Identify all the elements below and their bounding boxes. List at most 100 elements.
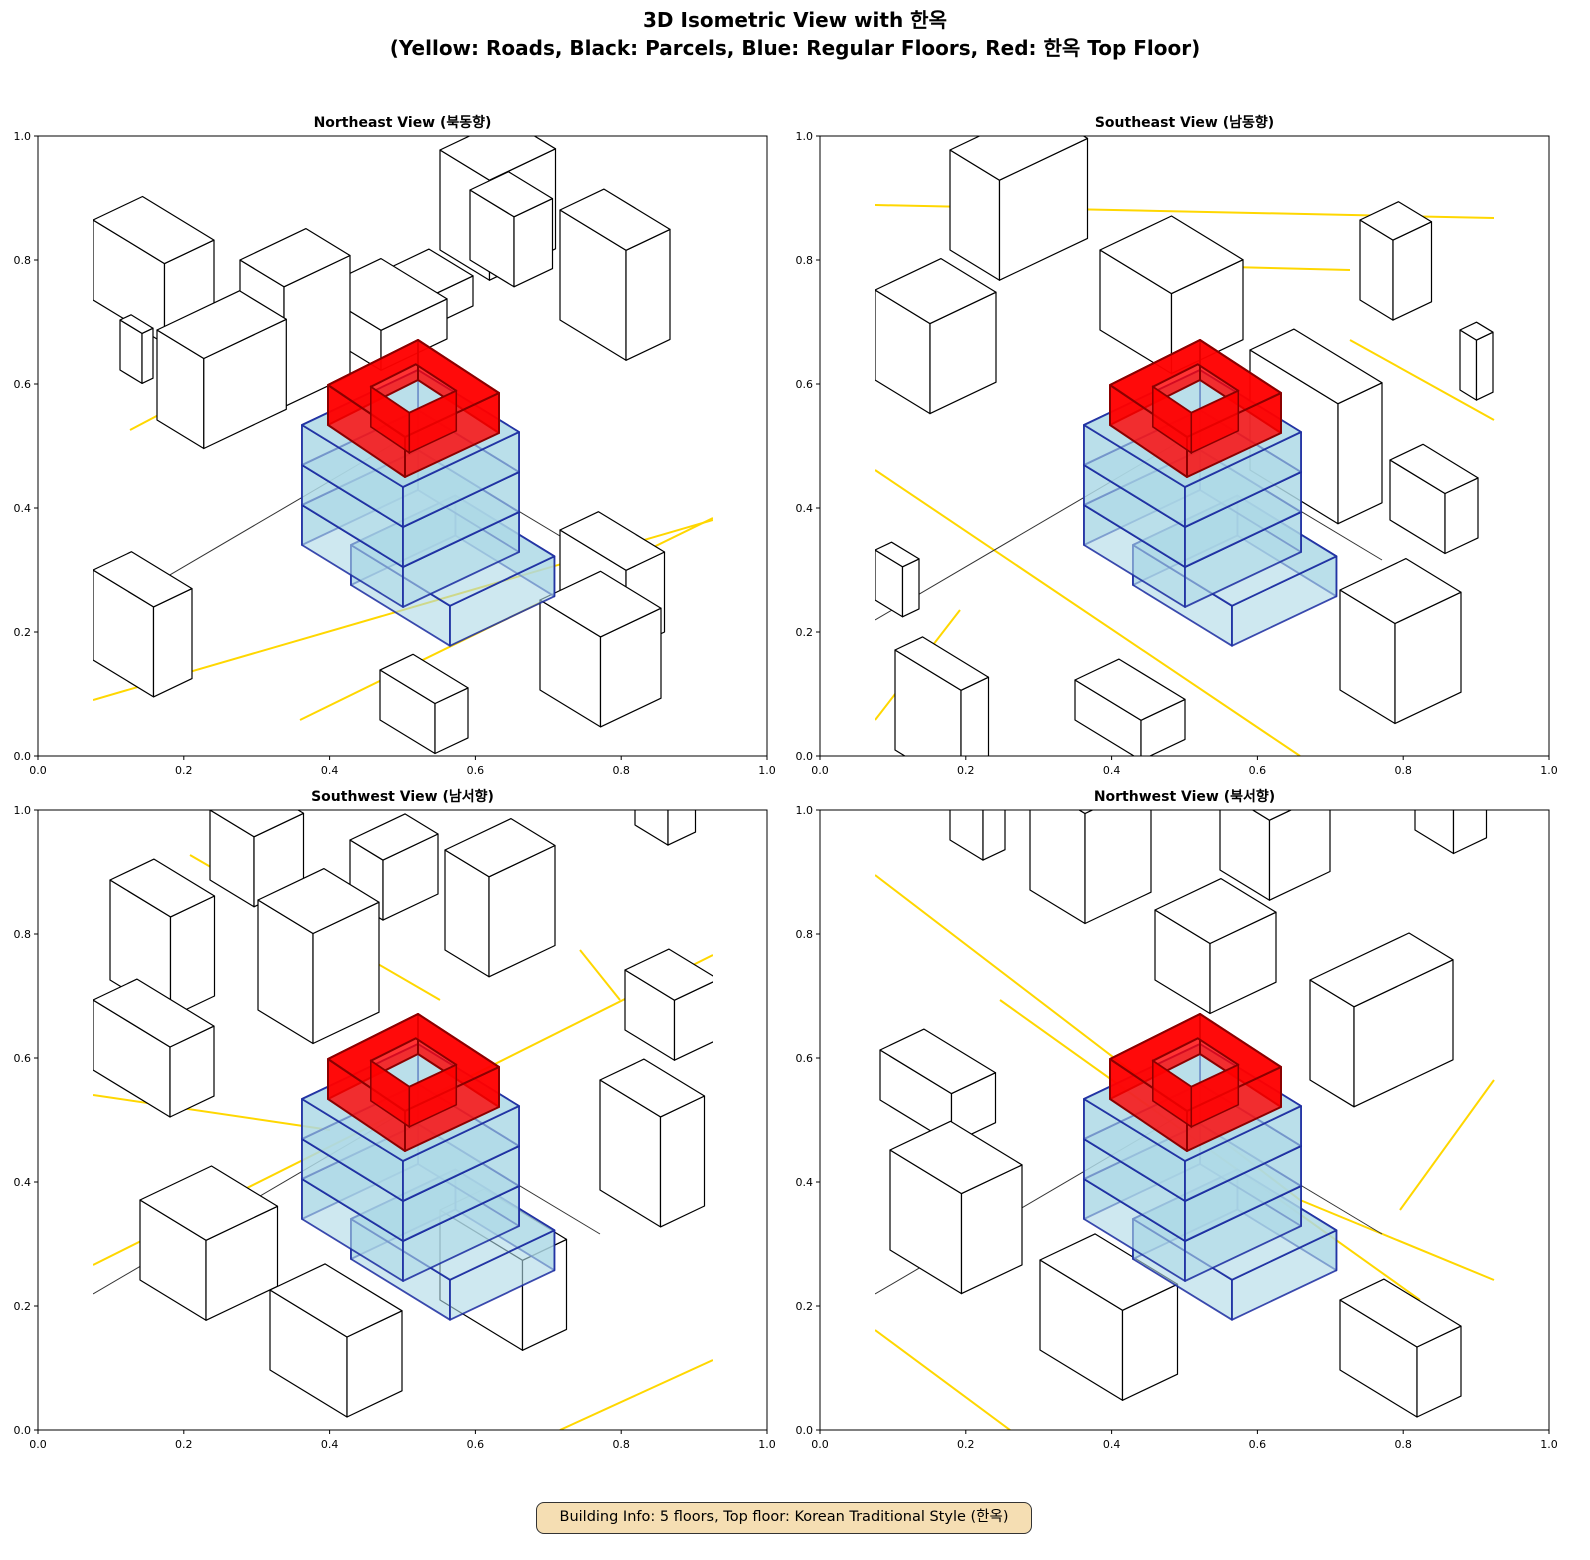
parcel-block-top-face	[269, 1263, 403, 1338]
road-line	[93, 1094, 331, 1131]
parcel-block-right-face	[901, 558, 920, 618]
axes-frame	[37, 135, 768, 757]
parcel-block-top-face	[1249, 328, 1383, 405]
parcel-block-top-face	[875, 541, 920, 568]
parcel-block-top-face	[239, 228, 351, 288]
parcel-block-top-face	[156, 290, 287, 360]
y-tick-label: 0.0	[14, 750, 32, 763]
y-tick-label: 0.8	[14, 254, 32, 267]
y-tick-label: 1.0	[14, 804, 32, 817]
panel-title: Northwest View (북서향)	[1094, 788, 1275, 805]
target-building	[1083, 339, 1338, 647]
parcel-block-right-face	[982, 810, 1006, 861]
parcel-block-right-face	[667, 810, 697, 846]
parcel-block-right-face	[152, 587, 193, 698]
y-tick-label: 0.2	[796, 1300, 814, 1313]
parcel-block-top-face	[1078, 810, 1094, 815]
y-tick-label: 0.4	[14, 1176, 32, 1189]
y-tick-label: 0.2	[796, 626, 814, 639]
x-tick-label: 1.0	[1540, 764, 1558, 777]
hanok-inner-face	[408, 1063, 458, 1128]
parcel-block-left-face	[1414, 810, 1455, 855]
axes-frame	[37, 809, 768, 1431]
parcel-block-top-face	[1459, 321, 1494, 341]
x-tick-label: 0.4	[321, 764, 339, 777]
parcel-block-top-face	[119, 314, 154, 334]
x-tick-label: 0.2	[957, 764, 975, 777]
parcel-block-right-face	[1475, 331, 1494, 401]
building-info-box: Building Info: 5 floors, Top floor: Kore…	[536, 1502, 1032, 1534]
panel-title: Northeast View (북동향)	[314, 114, 492, 131]
hanok-inner-face	[408, 389, 458, 454]
parcel-block-top-face	[209, 810, 305, 838]
hanok-inner-face	[1190, 1063, 1240, 1128]
parcel-block-right-face	[1268, 810, 1331, 901]
x-tick-label: 0.8	[612, 1438, 630, 1451]
scene	[93, 810, 713, 1430]
x-tick-label: 0.4	[1103, 1438, 1121, 1451]
y-tick-label: 0.8	[14, 928, 32, 941]
figure-title-line-1: 3D Isometric View with 한옥	[643, 8, 947, 32]
parcel-block-top-face	[93, 551, 193, 608]
parcel-block-right-face	[659, 1095, 706, 1228]
target-building	[301, 1013, 556, 1321]
x-tick-label: 0.8	[612, 764, 630, 777]
y-tick-label: 1.0	[14, 130, 32, 143]
parcel-block-top-face	[624, 948, 713, 1001]
parcel-block-left-face	[1459, 329, 1478, 401]
y-tick-label: 0.0	[796, 1424, 814, 1437]
y-tick-label: 0.6	[796, 1052, 814, 1065]
road-line	[1299, 1199, 1495, 1281]
target-building	[301, 339, 556, 647]
parcel-block-top-face	[93, 978, 215, 1048]
road-line	[579, 949, 621, 1001]
parcel-block-left-face	[949, 810, 984, 861]
x-tick-label: 1.0	[1540, 1438, 1558, 1451]
x-tick-label: 0.4	[321, 1438, 339, 1451]
parcel-block-top-face	[1359, 201, 1433, 241]
y-tick-label: 0.2	[14, 626, 32, 639]
road-line	[1399, 1079, 1495, 1211]
parcel-block-top-face	[444, 817, 556, 878]
y-tick-label: 0.6	[14, 378, 32, 391]
y-tick-label: 1.0	[796, 804, 814, 817]
parcel-block-top-face	[257, 867, 380, 935]
parcel-block-right-face	[1452, 810, 1488, 855]
scene	[875, 136, 1495, 756]
parcel-block-top-face	[1309, 932, 1454, 1008]
parcel-block-top-face	[539, 570, 662, 638]
road-line	[875, 1329, 1011, 1430]
parcel-block-top-face	[469, 171, 554, 218]
panel-title: Southwest View (남서향)	[311, 788, 494, 805]
y-tick-label: 0.6	[796, 378, 814, 391]
axes-frame	[819, 809, 1550, 1431]
road-line	[559, 1359, 713, 1430]
parcel-block-top-face	[875, 258, 997, 325]
parcel-block-top-face	[894, 636, 990, 691]
figure-title-line-2: (Yellow: Roads, Black: Parcels, Blue: Re…	[389, 36, 1201, 60]
parcel-block-right-face	[625, 228, 671, 361]
x-tick-label: 0.6	[1249, 1438, 1267, 1451]
parcel-block-top-face	[559, 511, 666, 571]
x-tick-label: 0.2	[175, 1438, 193, 1451]
y-tick-label: 1.0	[796, 130, 814, 143]
x-tick-label: 1.0	[758, 1438, 776, 1451]
parcel-block-top-face	[949, 136, 1089, 181]
parcel-block-top-face	[1154, 877, 1277, 945]
x-tick-label: 0.0	[29, 1438, 47, 1451]
y-tick-label: 0.4	[796, 502, 814, 515]
parcel-block-top-face	[599, 1058, 706, 1118]
y-tick-label: 0.2	[14, 1300, 32, 1313]
scene	[875, 810, 1495, 1430]
x-tick-label: 0.8	[1394, 1438, 1412, 1451]
x-tick-label: 0.0	[29, 764, 47, 777]
hanok-inner-face	[1190, 389, 1240, 454]
y-tick-label: 0.4	[796, 1176, 814, 1189]
x-tick-label: 0.4	[1103, 764, 1121, 777]
y-tick-label: 0.6	[14, 1052, 32, 1065]
x-tick-label: 0.0	[811, 1438, 829, 1451]
parcel-block-right-face	[1084, 810, 1152, 925]
